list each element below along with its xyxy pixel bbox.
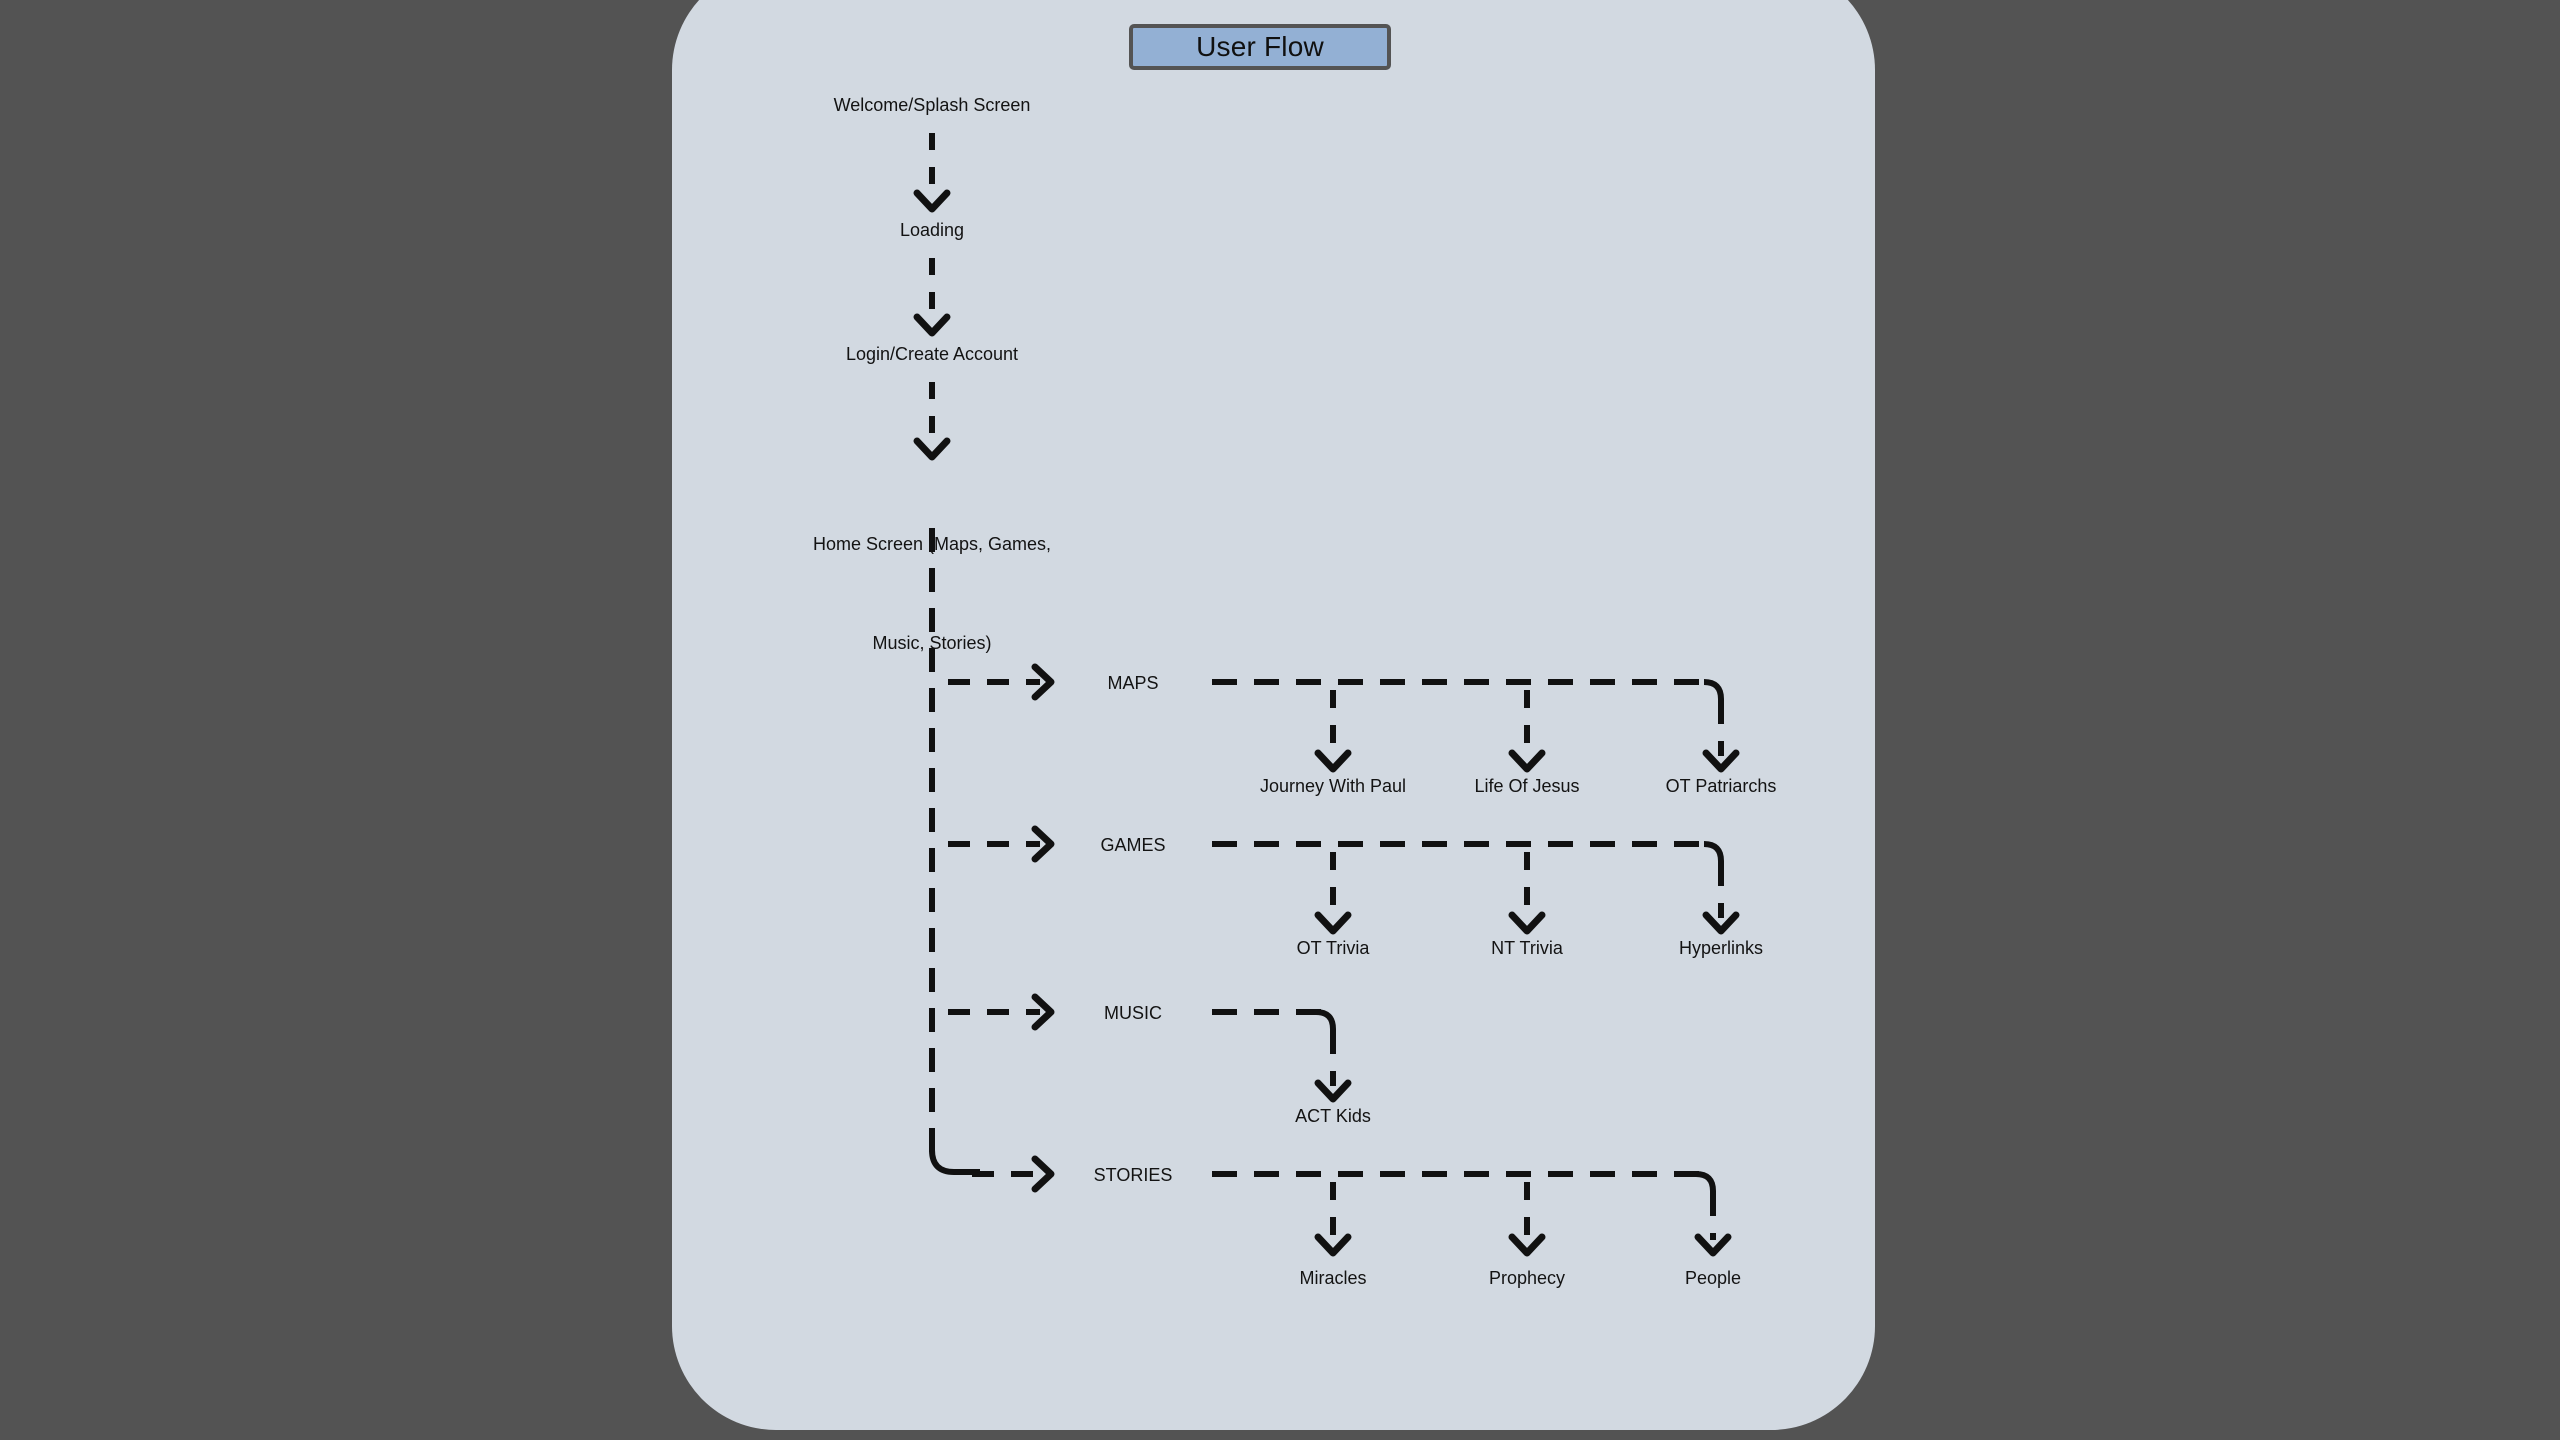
node-act-kids[interactable]: ACT Kids	[1295, 1106, 1371, 1126]
node-ot-patriarchs[interactable]: OT Patriarchs	[1665, 776, 1777, 796]
node-miracles[interactable]: Miracles	[1299, 1268, 1367, 1288]
node-nt-trivia[interactable]: NT Trivia	[1491, 938, 1563, 958]
branch-label-stories[interactable]: STORIES	[1093, 1165, 1173, 1185]
node-life-of-jesus[interactable]: Life Of Jesus	[1474, 776, 1580, 796]
node-home-screen-line1: Home Screen (Maps, Games,	[812, 534, 1052, 554]
node-home-screen-line2: Music, Stories)	[872, 633, 992, 653]
node-people[interactable]: People	[1684, 1268, 1742, 1288]
node-ot-trivia[interactable]: OT Trivia	[1296, 938, 1370, 958]
node-home-screen[interactable]: Home Screen (Maps, Games, Music, Stories…	[813, 462, 1051, 726]
branch-label-games[interactable]: GAMES	[1100, 835, 1166, 855]
diagram-title-box[interactable]: User Flow	[1129, 24, 1391, 70]
node-hyperlinks[interactable]: Hyperlinks	[1678, 938, 1764, 958]
branch-label-maps[interactable]: MAPS	[1107, 673, 1159, 693]
node-prophecy[interactable]: Prophecy	[1488, 1268, 1566, 1288]
page-title: User Flow	[1196, 31, 1324, 62]
node-loading[interactable]: Loading	[899, 220, 965, 240]
user-flow-canvas-panel	[672, 0, 1875, 1430]
node-welcome-splash-screen[interactable]: Welcome/Splash Screen	[833, 95, 1031, 115]
node-login-create-account[interactable]: Login/Create Account	[845, 344, 1019, 364]
branch-label-music[interactable]: MUSIC	[1104, 1003, 1162, 1023]
node-journey-with-paul[interactable]: Journey With Paul	[1259, 776, 1407, 796]
